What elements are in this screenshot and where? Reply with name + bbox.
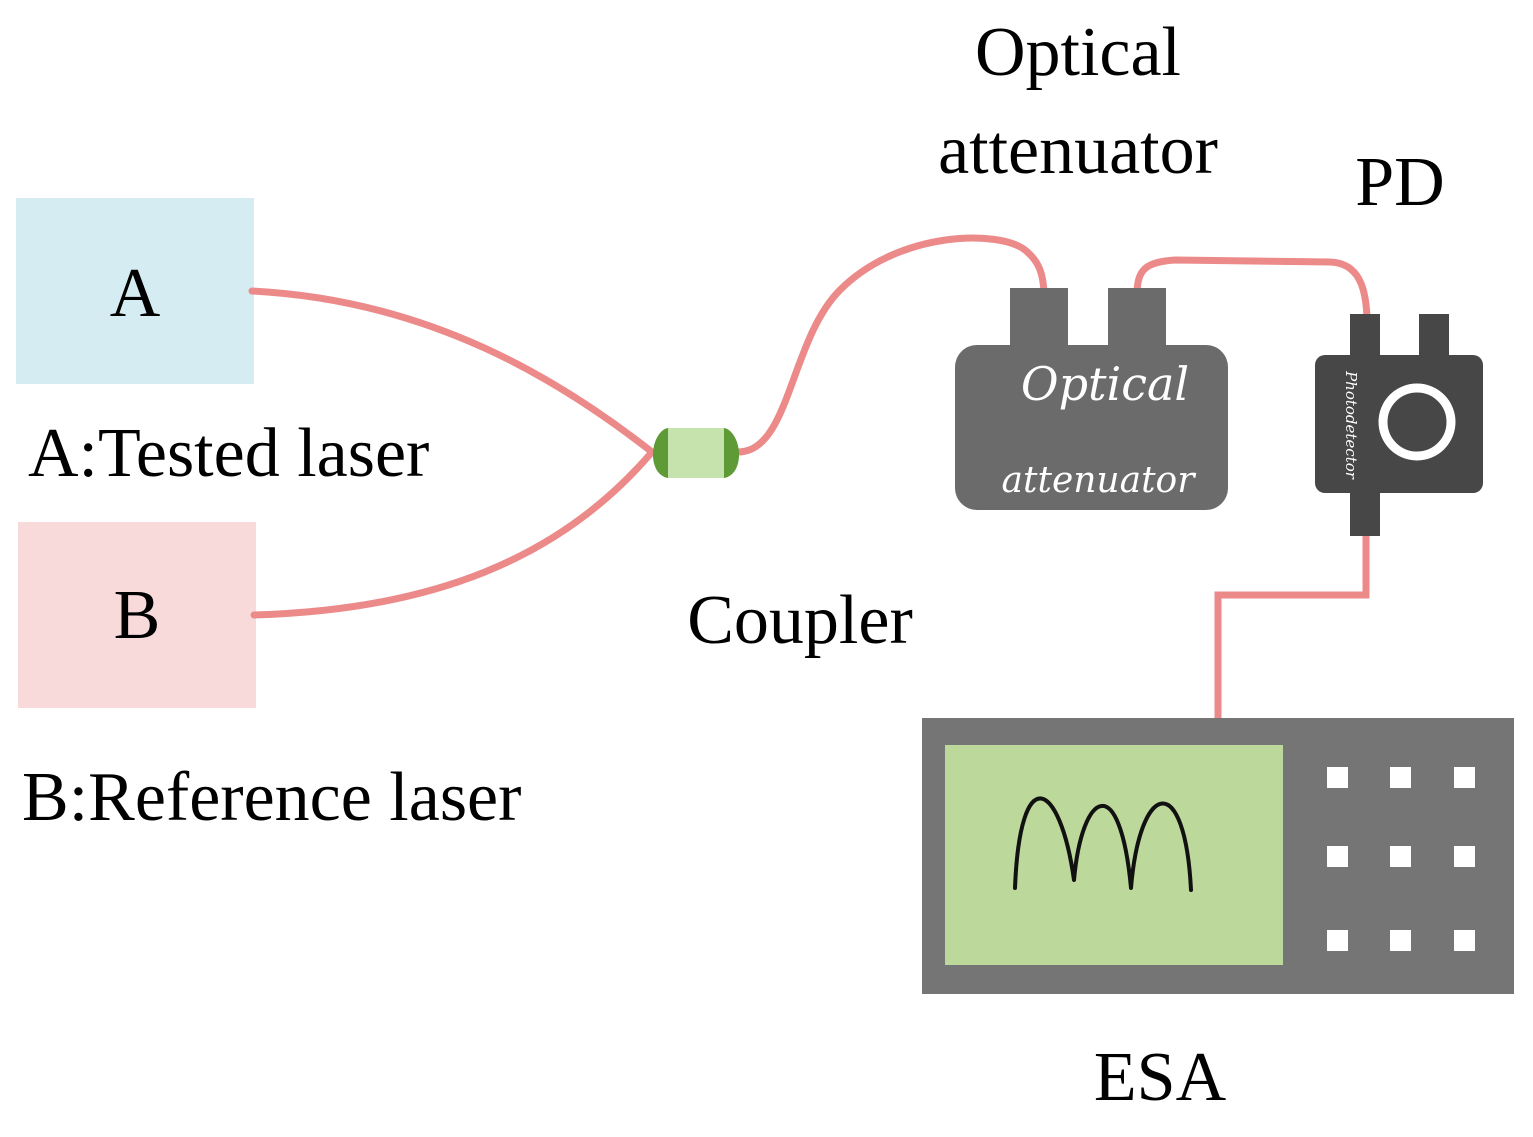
- pd-port-bottom: [1350, 488, 1380, 536]
- fiber-pd-to-esa: [1214, 531, 1370, 724]
- esa-label: ESA: [1094, 1039, 1227, 1116]
- esa-button-grid: [1327, 767, 1475, 951]
- coupler-left-cap: [652, 428, 668, 478]
- esa-button[interactable]: [1454, 930, 1475, 951]
- attenuator-body: [955, 345, 1228, 510]
- fiber-b-to-coupler: [250, 448, 656, 619]
- attenuator-device-line1: Optical: [1021, 357, 1189, 411]
- coupler-right-cap: [724, 428, 740, 478]
- laser-b-box: [18, 522, 256, 708]
- pd-device-text: Photodetector: [1342, 370, 1360, 480]
- fiber-a-to-coupler: [248, 287, 656, 456]
- electrical-spectrum-analyzer-icon: [922, 718, 1514, 994]
- fiber-connections: [248, 234, 1371, 724]
- esa-spectrum-trace: [1013, 796, 1193, 892]
- esa-button[interactable]: [1327, 767, 1348, 788]
- esa-screen: [945, 745, 1283, 965]
- attenuator-title-line1: Optical: [975, 14, 1181, 91]
- esa-button[interactable]: [1390, 846, 1411, 867]
- pd-port-top-right: [1419, 314, 1449, 362]
- esa-button[interactable]: [1454, 767, 1475, 788]
- pd-lens-ring: [1378, 383, 1456, 461]
- laser-b-label: B: [114, 577, 161, 654]
- pd-body: [1315, 355, 1483, 493]
- attenuator-device-line2: attenuator: [1002, 460, 1197, 501]
- pd-port-top-left: [1350, 314, 1380, 362]
- fiber-coupler-to-attenuator: [734, 234, 1048, 456]
- esa-button[interactable]: [1327, 930, 1348, 951]
- laser-a-label: A: [110, 255, 161, 332]
- laser-b-caption: B:Reference laser: [22, 759, 521, 836]
- esa-button[interactable]: [1390, 767, 1411, 788]
- photodetector-device-icon: Photodetector: [1315, 314, 1483, 536]
- laser-a-caption: A:Tested laser: [28, 415, 429, 492]
- optical-attenuator-device-icon: Optical attenuator: [955, 288, 1228, 510]
- laser-a-box: [16, 198, 254, 384]
- coupler-body: [660, 428, 732, 478]
- esa-button[interactable]: [1390, 930, 1411, 951]
- pd-label: PD: [1355, 144, 1444, 221]
- coupler-label: Coupler: [687, 582, 913, 659]
- attenuator-title-line2: attenuator: [938, 112, 1218, 189]
- fiber-attenuator-to-pd: [1133, 256, 1371, 322]
- esa-button[interactable]: [1454, 846, 1475, 867]
- esa-button[interactable]: [1327, 846, 1348, 867]
- fiber-coupler-icon: [652, 428, 740, 478]
